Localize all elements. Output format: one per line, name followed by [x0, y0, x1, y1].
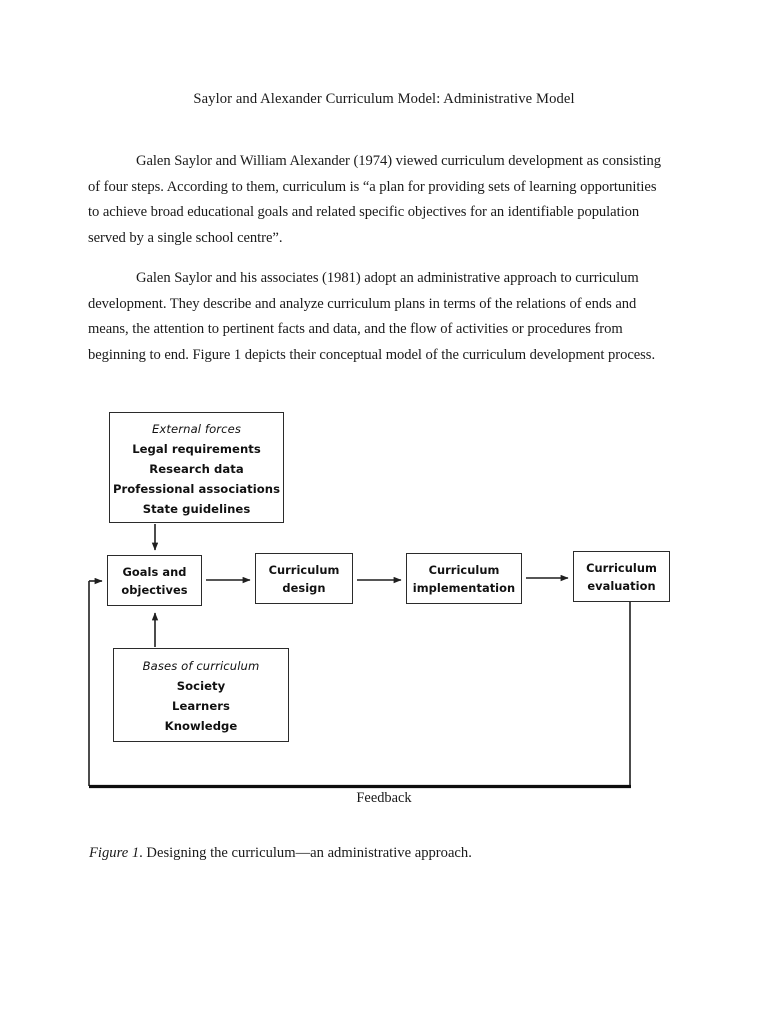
body-paragraph-1: Galen Saylor and William Alexander (1974… — [88, 153, 661, 246]
bases-of-curriculum-box: Bases of curriculum Society Learners Kno… — [113, 648, 289, 742]
process-box-goals-and-objectives: Goals and objectives — [107, 555, 202, 606]
external-forces-item: State guidelines — [142, 501, 251, 516]
external-forces-item: Legal requirements — [132, 441, 261, 456]
feedback-label: Feedback — [356, 790, 412, 806]
figure-caption-text: . Designing the curriculum—an administra… — [139, 845, 472, 861]
figure-caption-label: Figure 1 — [89, 845, 140, 861]
external-forces-item: Research data — [149, 461, 244, 476]
process-box-curriculum-implementation: Curriculum implementation — [406, 553, 522, 604]
process-box-line: implementation — [412, 580, 516, 595]
body-paragraph-2: Galen Saylor and his associates (1981) a… — [88, 270, 656, 363]
external-forces-item: Professional associations — [112, 481, 281, 496]
process-box-line: Curriculum — [428, 562, 500, 577]
external-forces-box: External forces Legal requirements Resea… — [109, 412, 284, 523]
process-box-line: Goals and — [122, 564, 187, 579]
process-box-line: Curriculum — [268, 562, 340, 577]
process-box-curriculum-design: Curriculum design — [255, 553, 353, 604]
bases-of-curriculum-item: Learners — [172, 699, 230, 713]
bases-of-curriculum-heading: Bases of curriculum — [142, 659, 260, 673]
process-box-line: objectives — [121, 582, 188, 597]
diagram-connectors — [88, 524, 631, 789]
bases-of-curriculum-item: Knowledge — [164, 719, 238, 733]
process-box-line: design — [282, 580, 326, 595]
process-box-line: evaluation — [587, 578, 656, 593]
page-title: Saylor and Alexander Curriculum Model: A… — [193, 91, 575, 107]
figure-caption: Figure 1. Designing the curriculum—an ad… — [89, 845, 472, 863]
external-forces-heading: External forces — [152, 421, 241, 436]
figure-1-diagram: External forces Legal requirements Resea… — [0, 395, 768, 820]
process-box-line: Curriculum — [586, 560, 657, 575]
bases-of-curriculum-item: Society — [176, 679, 226, 693]
process-box-curriculum-evaluation: Curriculum evaluation — [573, 551, 670, 602]
